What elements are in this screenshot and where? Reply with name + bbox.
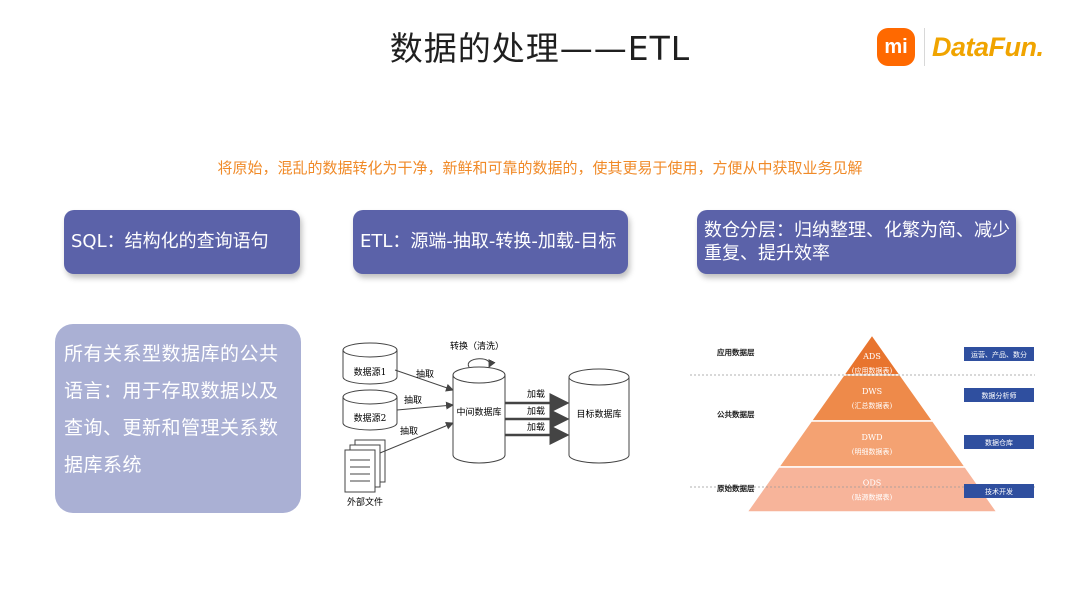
mi-logo: mi <box>877 28 915 66</box>
source1-label: 数据源1 <box>354 366 387 378</box>
role-tag-label: 技术开发 <box>985 487 1013 496</box>
load-label-3: 加载 <box>527 421 545 433</box>
pyramid-level-ods <box>745 466 999 513</box>
layer-pill-label: 数仓分层：归纳整理、化繁为简、减少重复、提升效率 <box>704 219 1010 264</box>
layer-group-label: 公共数据层 <box>717 409 755 419</box>
etl-pill: ETL：源端-抽取-转换-加载-目标 <box>353 210 628 274</box>
extract-arrow-3 <box>379 421 454 454</box>
pyramid-level-name: ADS <box>862 352 881 361</box>
layer-group-label: 应用数据层 <box>717 347 755 357</box>
load-label-2: 加载 <box>527 405 545 417</box>
layer-group-label: 原始数据层 <box>717 483 755 493</box>
role-tag <box>964 484 1034 498</box>
source2-db-icon <box>342 389 398 431</box>
source1-db-icon <box>342 342 398 385</box>
transform-loop-icon <box>467 358 496 368</box>
subtitle: 将原始，混乱的数据转化为干净，新鲜和可靠的数据的，使其更易于使用，方便从中获取业… <box>217 159 863 177</box>
layer-pill: 数仓分层：归纳整理、化繁为简、减少重复、提升效率 <box>697 210 1016 274</box>
pyramid-level-name: ODS <box>863 479 881 488</box>
extract-label-1: 抽取 <box>416 368 434 380</box>
transform-label: 转换（清洗） <box>450 340 504 352</box>
sql-description-card: 所有关系型数据库的公共语言：用于存取数据以及查询、更新和管理关系数据库系统 <box>55 324 301 513</box>
pyramid-level-name: DWD <box>861 433 882 442</box>
middle-db-label: 中间数据库 <box>456 406 501 418</box>
role-tag-label: 运营、产品、数分 <box>971 350 1027 359</box>
pyramid-level-desc: (应用数据表) <box>852 366 893 375</box>
extract-label-3: 抽取 <box>400 425 418 437</box>
source2-label: 数据源2 <box>354 412 387 424</box>
middle-db-icon <box>452 366 506 464</box>
pyramid-level-desc: (明细数据表) <box>852 447 893 456</box>
target-db-icon <box>568 368 630 464</box>
extract-arrow-2 <box>396 401 454 411</box>
extract-arrow-1 <box>394 369 454 392</box>
role-tag-label: 数据仓库 <box>985 438 1013 447</box>
sql-description-text: 所有关系型数据库的公共语言：用于存取数据以及查询、更新和管理关系数据库系统 <box>64 343 279 476</box>
pyramid-level-dws <box>809 374 935 422</box>
target-db-label: 目标数据库 <box>576 408 621 420</box>
sql-pill: SQL：结构化的查询语句 <box>64 210 300 274</box>
pyramid-level-dwd <box>777 420 967 468</box>
external-files-icon <box>344 439 386 493</box>
pyramid-level-name: DWS <box>862 387 882 396</box>
page-title: 数据的处理——ETL <box>389 29 691 68</box>
sql-pill-label: SQL：结构化的查询语句 <box>71 231 269 253</box>
warehouse-layer-pyramid: ADS (应用数据表) DWS (汇总数据表) DWD (明细数据表) ODS (贴源数据表)… <box>690 333 1035 513</box>
role-tag <box>964 388 1034 402</box>
extract-label-2: 抽取 <box>404 394 422 406</box>
external-files-label: 外部文件 <box>347 496 383 508</box>
pyramid-level-desc: (汇总数据表) <box>852 401 893 410</box>
pyramid-level-desc: (贴源数据表) <box>852 493 893 502</box>
role-tag <box>964 435 1034 449</box>
etl-flow-diagram: 数据源1 数据源2 外部文件 抽取 抽取 抽取 中间数据库 转换（清洗） 加载 … <box>342 340 630 508</box>
datafun-logo: DataFun. <box>932 32 1044 62</box>
load-label-1: 加载 <box>527 388 545 400</box>
logo-divider <box>924 28 925 66</box>
role-tag <box>964 347 1034 361</box>
role-tag-label: 数据分析师 <box>982 391 1017 400</box>
etl-pill-label: ETL：源端-抽取-转换-加载-目标 <box>360 231 617 253</box>
